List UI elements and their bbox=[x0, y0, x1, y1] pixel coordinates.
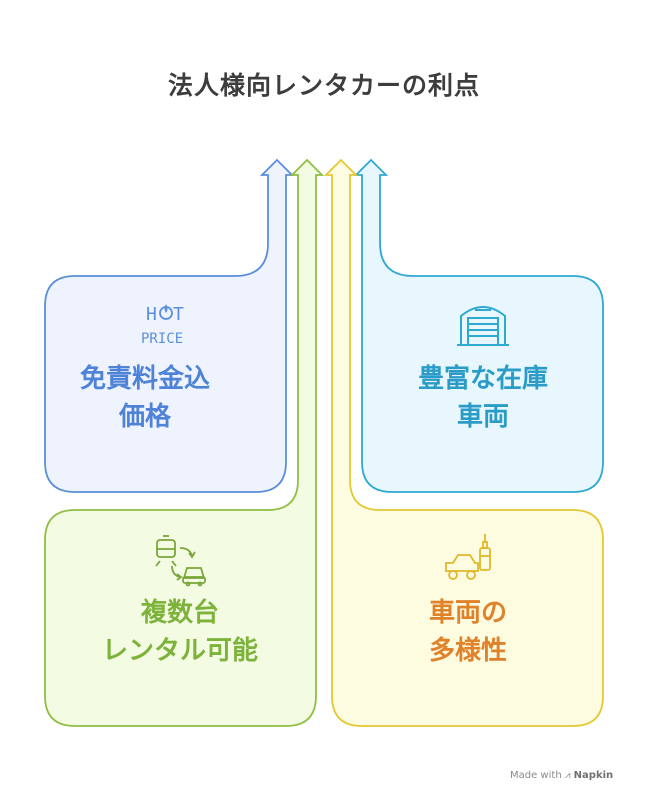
flame bbox=[164, 304, 168, 313]
card-top-left-label: 免責料金込 価格 bbox=[45, 360, 245, 436]
napkin-logo-icon: ⩘ bbox=[564, 770, 571, 781]
card-top-left-line2: 価格 bbox=[118, 402, 171, 432]
card-bottom-left-line1: 複数台 bbox=[140, 598, 219, 628]
hot-price-icon: H T PRICE bbox=[141, 304, 184, 347]
card-top-right-label: 豊富な在庫 車両 bbox=[383, 360, 583, 436]
card-bottom-right-shape bbox=[323, 158, 604, 727]
garage-icon bbox=[457, 306, 509, 346]
footer-credit: Made with ⩘ Napkin bbox=[510, 770, 613, 781]
card-bottom-left-line2: レンタル可能 bbox=[101, 636, 258, 666]
card-top-right-line1: 豊富な在庫 bbox=[417, 364, 548, 394]
footer-prefix: Made with bbox=[510, 770, 562, 781]
card-top-right-shape bbox=[353, 158, 604, 493]
card-bottom-left-shape bbox=[44, 158, 325, 727]
hot-price-icon-letter-h: H bbox=[146, 304, 157, 325]
page-title: 法人様向レンタカーの利点 bbox=[167, 71, 480, 100]
card-bottom-right-line2: 多様性 bbox=[428, 636, 507, 666]
card-bottom-right-line1: 車両の bbox=[428, 598, 507, 628]
card-top-left-shape bbox=[44, 158, 295, 493]
card-top-right-line2: 車両 bbox=[456, 402, 509, 432]
hot-price-icon-letter-t: T bbox=[173, 304, 184, 325]
car-and-truck-icon bbox=[445, 534, 491, 580]
footer-brand: Napkin bbox=[573, 770, 614, 781]
card-bottom-left-label: 複数台 レンタル可能 bbox=[60, 594, 300, 670]
hot-price-icon-price: PRICE bbox=[141, 331, 183, 347]
card-top-left-line1: 免責料金込 bbox=[79, 364, 210, 394]
vehicle-switch-icon bbox=[155, 535, 206, 587]
card-bottom-right-label: 車両の 多様性 bbox=[368, 594, 568, 670]
